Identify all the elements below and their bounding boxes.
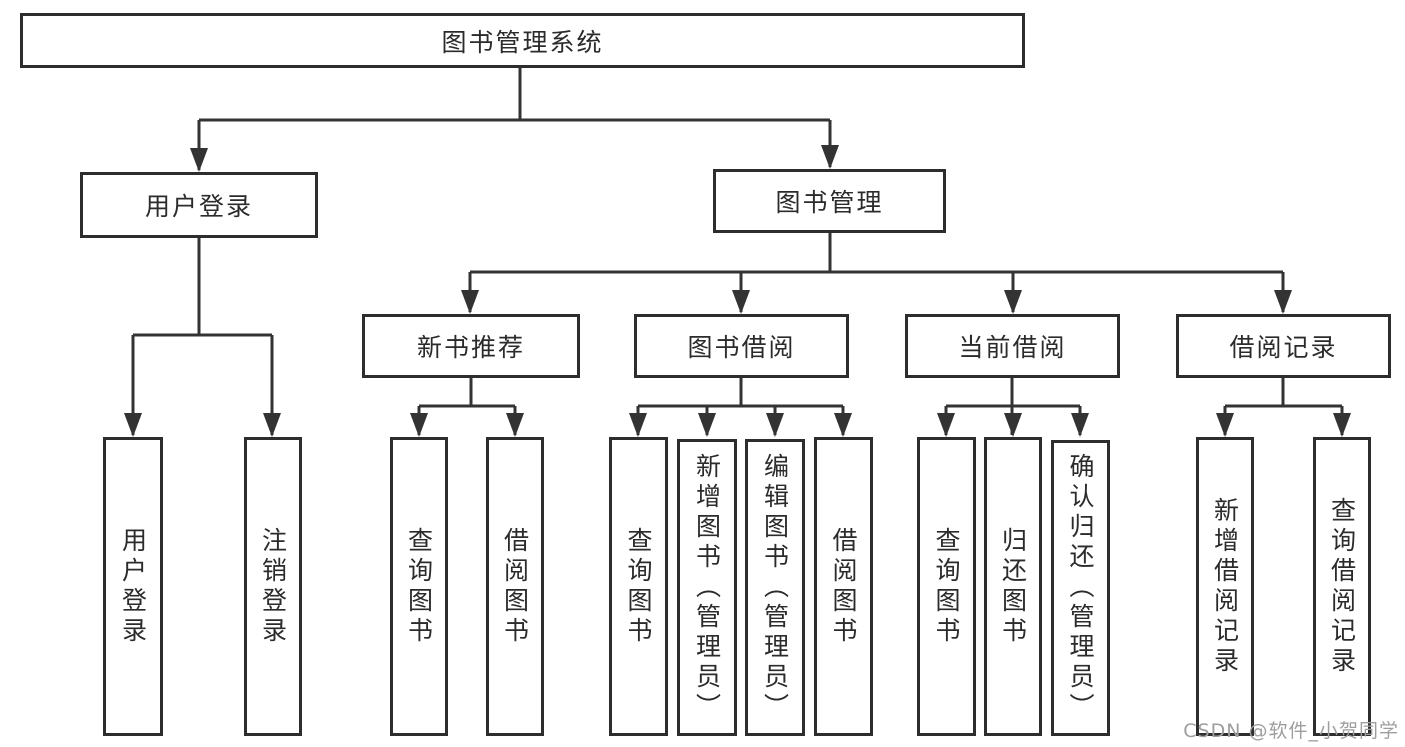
node-book-borrow: 图书借阅 [634,314,849,378]
node-user-login: 用户登录 [80,172,318,238]
arrowheads [124,145,1351,437]
leaf-query-books-borrow-label: 查询图书 [624,526,653,647]
leaf-query-books-current-label: 查询图书 [932,526,961,647]
node-borrow-record: 借阅记录 [1176,314,1391,378]
leaf-add-borrow-record-label: 新增借阅记录 [1210,496,1240,677]
leaf-confirm-return-admin: 确认归还（管理员） [1051,440,1110,736]
leaf-query-books-current: 查询图书 [917,437,976,736]
leaf-query-borrow-record: 查询借阅记录 [1313,437,1371,736]
leaf-user-login-label: 用户登录 [118,526,148,647]
node-root-library-system: 图书管理系统 [20,13,1025,68]
leaf-edit-book-admin-label: 编辑图书（管理员） [760,452,790,723]
leaf-query-books-borrow: 查询图书 [609,437,668,736]
leaf-add-borrow-record: 新增借阅记录 [1196,437,1254,736]
leaf-logout: 注销登录 [244,437,302,736]
leaf-add-book-admin: 新增图书（管理员） [677,439,737,736]
node-current-borrow: 当前借阅 [905,314,1120,378]
leaf-borrow-books-borrow-label: 借阅图书 [829,526,858,647]
leaf-borrow-books-borrow: 借阅图书 [814,437,873,736]
leaf-return-book: 归还图书 [984,437,1042,736]
leaf-logout-label: 注销登录 [258,526,288,647]
leaf-borrow-books-recommend: 借阅图书 [486,437,544,736]
leaf-edit-book-admin: 编辑图书（管理员） [745,439,805,736]
leaf-user-login: 用户登录 [103,437,163,736]
csdn-watermark: CSDN @软件_小贺同学 [1183,720,1399,742]
leaf-query-books-recommend-label: 查询图书 [404,526,434,647]
leaf-add-book-admin-label: 新增图书（管理员） [692,452,722,723]
leaf-query-borrow-record-label: 查询借阅记录 [1327,496,1357,677]
node-book-management: 图书管理 [713,169,946,233]
leaf-confirm-return-admin-label: 确认归还（管理员） [1066,453,1095,723]
node-new-book-recommend: 新书推荐 [362,314,580,378]
leaf-return-book-label: 归还图书 [998,526,1028,647]
leaf-query-books-recommend: 查询图书 [390,437,448,736]
leaf-borrow-books-recommend-label: 借阅图书 [500,526,530,647]
